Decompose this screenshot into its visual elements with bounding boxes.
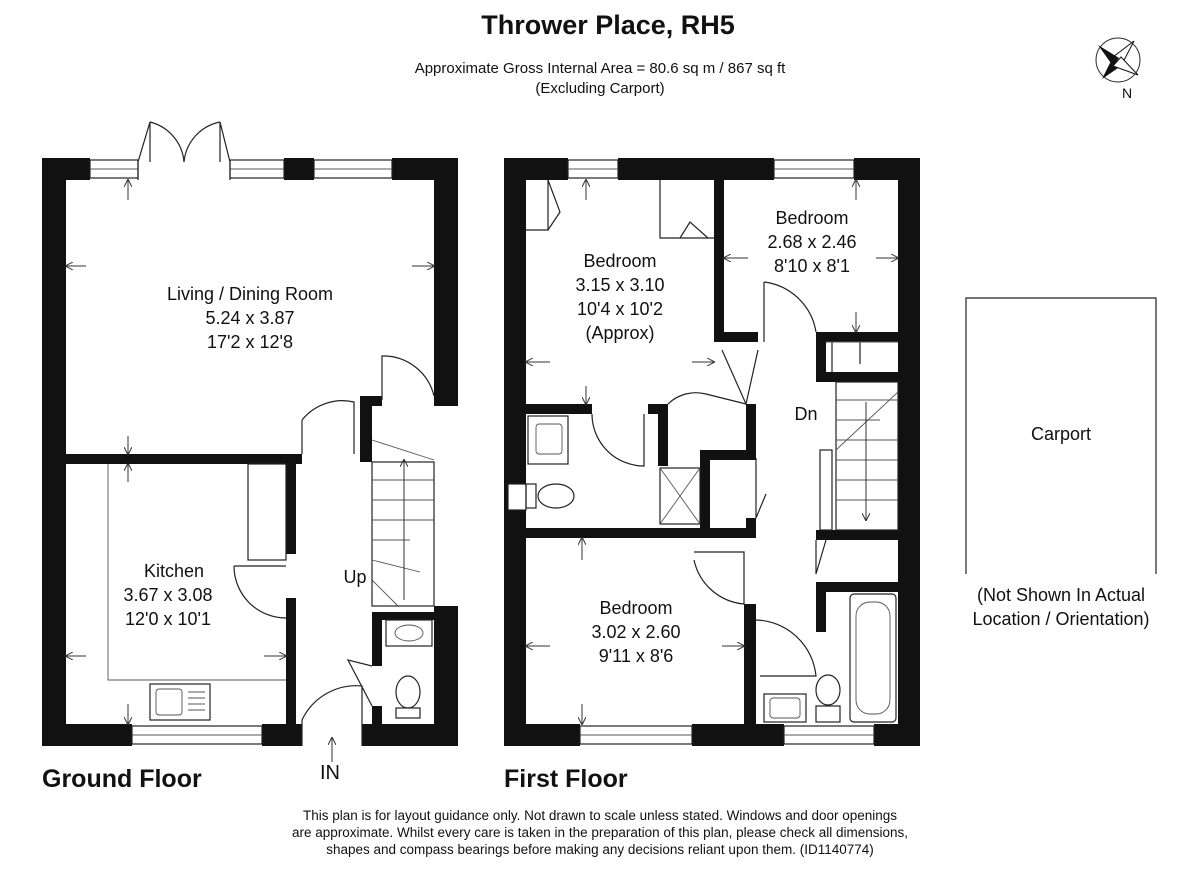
room-metric-kitchen: 3.67 x 3.08 bbox=[123, 585, 212, 605]
disclaimer-line-3: shapes and compass bearings before makin… bbox=[326, 842, 874, 857]
room-imperial-bedroom-2: 8'10 x 8'1 bbox=[774, 256, 850, 276]
stairs-down-label: Dn bbox=[794, 404, 817, 424]
room-name-kitchen: Kitchen bbox=[144, 561, 204, 581]
room-metric-bedroom-1: 3.15 x 3.10 bbox=[575, 275, 664, 295]
entrance-label: IN bbox=[320, 762, 340, 784]
carport-label: Carport bbox=[1031, 424, 1091, 444]
room-metric-bedroom-3: 3.02 x 2.60 bbox=[591, 622, 680, 642]
room-imperial-bedroom-1: 10'4 x 10'2 bbox=[577, 299, 663, 319]
room-metric-bedroom-2: 2.68 x 2.46 bbox=[767, 232, 856, 252]
carport-note-line2: Location / Orientation) bbox=[972, 609, 1149, 629]
room-imperial-kitchen: 12'0 x 10'1 bbox=[125, 609, 211, 629]
carport-note-line1: (Not Shown In Actual bbox=[977, 585, 1145, 605]
room-name-bedroom-3: Bedroom bbox=[599, 598, 672, 618]
carport-outline bbox=[965, 297, 1157, 574]
room-name-living-dining: Living / Dining Room bbox=[167, 284, 333, 304]
room-metric-living-dining: 5.24 x 3.87 bbox=[205, 308, 294, 328]
area-note-text: (Excluding Carport) bbox=[535, 80, 664, 97]
ground-floor-label: Ground Floor bbox=[42, 765, 202, 793]
room-name-bedroom-1: Bedroom bbox=[583, 251, 656, 271]
compass-rose-icon bbox=[1095, 37, 1141, 83]
disclaimer-line-1: This plan is for layout guidance only. N… bbox=[303, 808, 897, 823]
first-floor-label: First Floor bbox=[504, 765, 628, 793]
gross-area-text: Approximate Gross Internal Area = 80.6 s… bbox=[415, 60, 786, 77]
disclaimer-line-2: are approximate. Whilst every care is ta… bbox=[292, 825, 908, 840]
plan-title: Thrower Place, RH5 bbox=[481, 10, 735, 40]
room-name-bedroom-2: Bedroom bbox=[775, 208, 848, 228]
first-floor-plan bbox=[504, 158, 920, 746]
compass-north-label: N bbox=[1122, 85, 1132, 101]
room-note-bedroom-1: (Approx) bbox=[585, 323, 654, 343]
stairs-up-label: Up bbox=[343, 567, 366, 587]
room-imperial-bedroom-3: 9'11 x 8'6 bbox=[599, 646, 674, 666]
ground-floor-plan bbox=[42, 121, 458, 762]
room-imperial-living-dining: 17'2 x 12'8 bbox=[207, 332, 293, 352]
